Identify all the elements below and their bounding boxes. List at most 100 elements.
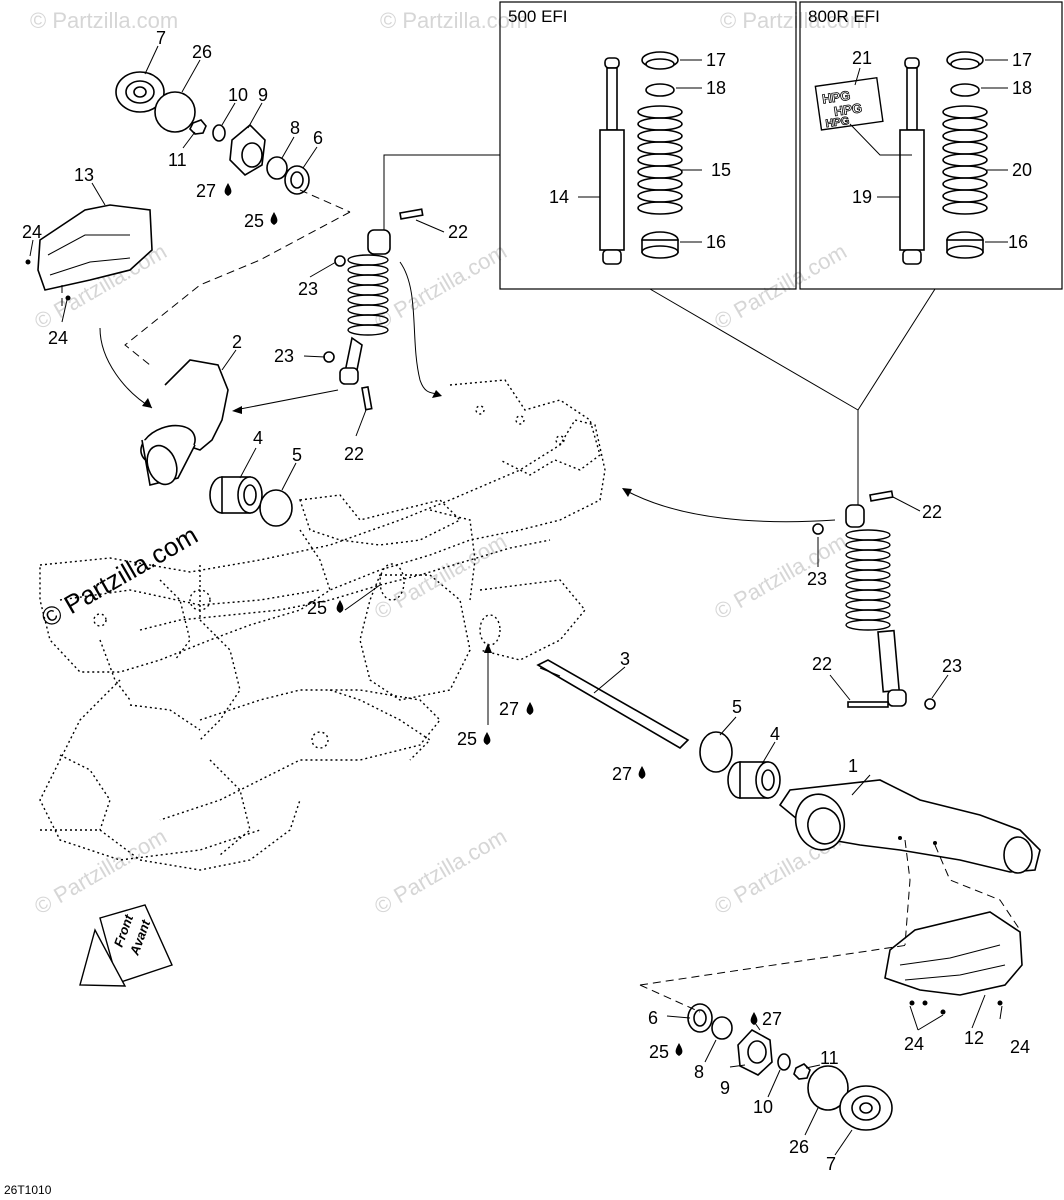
label-23: 23 <box>942 656 962 676</box>
label-4: 4 <box>770 724 780 744</box>
label-23: 23 <box>274 346 294 366</box>
label-27: 27 <box>196 181 216 201</box>
label-1: 1 <box>848 756 858 776</box>
label-20: 20 <box>1012 160 1032 180</box>
label-27: 27 <box>499 699 519 719</box>
flow-arrows <box>99 261 836 725</box>
label-18: 18 <box>706 78 726 98</box>
shock-500-parts <box>599 51 683 265</box>
label-27: 27 <box>762 1009 782 1029</box>
label-22: 22 <box>812 654 832 674</box>
label-14: 14 <box>549 187 569 207</box>
assembly-lines <box>61 189 1021 1013</box>
bearing-right <box>727 761 781 799</box>
grease-drop-icons <box>224 183 758 1056</box>
swing-arm-right <box>778 779 1041 874</box>
label-25: 25 <box>457 729 477 749</box>
watermark: © Partzilla.com <box>30 824 171 920</box>
label-5: 5 <box>732 697 742 717</box>
label-27: 27 <box>612 764 632 784</box>
label-10: 10 <box>228 85 248 105</box>
watermark: © Partzilla.com <box>30 8 178 33</box>
left-hub-parts <box>115 71 310 195</box>
watermark: © Partzilla.com <box>720 8 868 33</box>
label-24: 24 <box>904 1034 924 1054</box>
grease-drop-icon <box>675 1043 683 1056</box>
watermark: © Partzilla.com <box>710 529 851 625</box>
label-3: 3 <box>620 649 630 669</box>
label-25: 25 <box>307 598 327 618</box>
circlip-left <box>259 489 293 527</box>
box-connector <box>649 288 936 411</box>
box-title-500: 500 EFI <box>508 7 568 26</box>
label-24: 24 <box>1010 1037 1030 1057</box>
label-4: 4 <box>253 428 263 448</box>
right-hub-parts <box>687 1003 893 1131</box>
shock-800r-parts: HPG HPG HPG <box>814 51 988 265</box>
vehicle-frame <box>39 379 606 871</box>
label-7: 7 <box>826 1154 836 1174</box>
hpg-text: HPG <box>825 115 850 130</box>
label-24: 24 <box>48 328 68 348</box>
label-22: 22 <box>448 222 468 242</box>
label-10: 10 <box>753 1097 773 1117</box>
label-8: 8 <box>290 118 300 138</box>
label-17: 17 <box>1012 50 1032 70</box>
label-13: 13 <box>74 165 94 185</box>
watermark: © Partzilla.com <box>370 824 511 920</box>
swing-arm-bracket-left <box>140 359 229 486</box>
shock-box-800r: 800R EFI <box>799 1 1063 290</box>
bearing-left <box>209 476 263 514</box>
label-22: 22 <box>344 444 364 464</box>
grease-drop-icon <box>224 183 232 196</box>
watermark-main: © Partzilla.com <box>36 520 203 634</box>
leader-lines <box>29 45 1008 1156</box>
hpg-decal: HPG HPG HPG <box>814 76 884 131</box>
box-title-800r: 800R EFI <box>808 7 880 26</box>
shock-box-500: 500 EFI <box>499 1 797 290</box>
grease-drop-icon <box>638 766 646 779</box>
label-24: 24 <box>22 222 42 242</box>
watermark: © Partzilla.com <box>370 239 511 335</box>
label-9: 9 <box>258 85 268 105</box>
hpg-text: HPG <box>833 100 863 119</box>
hpg-text: HPG <box>821 88 851 107</box>
label-2: 2 <box>232 332 242 352</box>
label-6: 6 <box>313 128 323 148</box>
label-17: 17 <box>706 50 726 70</box>
label-16: 16 <box>1008 232 1028 252</box>
skid-plate-right <box>884 911 1023 1015</box>
grease-drop-icon <box>526 702 534 715</box>
label-19: 19 <box>852 187 872 207</box>
circlip-right <box>699 731 733 773</box>
label-26: 26 <box>192 42 212 62</box>
label-5: 5 <box>292 445 302 465</box>
label-7: 7 <box>156 28 166 48</box>
label-11: 11 <box>820 1048 839 1068</box>
grease-drop-icon <box>336 600 344 613</box>
label-21: 21 <box>852 48 872 68</box>
label-16: 16 <box>706 232 726 252</box>
label-11: 11 <box>168 150 187 170</box>
part-labels: 1 2 3 4 4 5 5 6 6 7 7 8 8 9 9 10 10 11 1… <box>22 28 1032 1174</box>
grease-drop-icon <box>483 732 491 745</box>
grease-drop-icon <box>750 1012 758 1025</box>
shock-mounted-left <box>323 208 424 411</box>
label-25: 25 <box>649 1042 669 1062</box>
label-8: 8 <box>694 1062 704 1082</box>
skid-plate-left <box>25 204 153 301</box>
grease-drop-icon <box>270 212 278 225</box>
label-26: 26 <box>789 1137 809 1157</box>
label-25: 25 <box>244 211 264 231</box>
watermark: © Partzilla.com <box>710 239 851 335</box>
watermark: © Partzilla.com <box>380 8 528 33</box>
label-23: 23 <box>807 569 827 589</box>
diagram-code: 26T1010 <box>4 1183 52 1197</box>
pivot-shaft <box>536 659 690 750</box>
box-connector <box>383 154 500 245</box>
front-direction-arrow: Front Avant <box>79 904 173 987</box>
shock-mounted-right <box>812 490 936 710</box>
label-18: 18 <box>1012 78 1032 98</box>
label-6: 6 <box>648 1008 658 1028</box>
